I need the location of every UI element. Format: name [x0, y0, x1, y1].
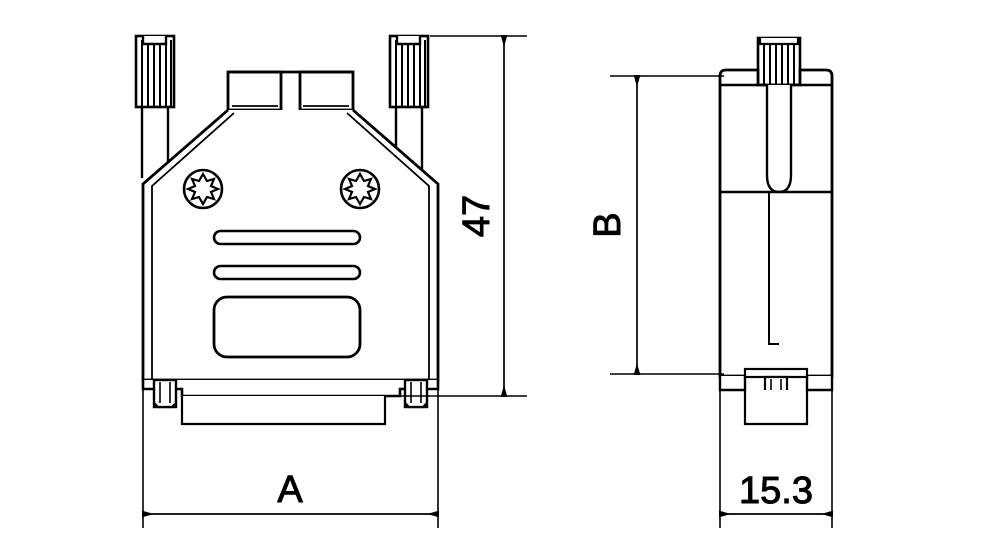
thumbscrew-left-slot — [141, 36, 168, 46]
vent-slot-upper — [212, 229, 362, 246]
cable-recess — [212, 295, 362, 359]
foot-right — [403, 378, 429, 409]
screw-left-cross-recess — [185, 171, 221, 207]
hood-body-inner-left — [151, 112, 235, 380]
foot-left-body — [152, 378, 178, 409]
side-view — [718, 36, 834, 426]
screw-right — [339, 168, 381, 210]
dimension-47: 47 — [400, 35, 527, 397]
dimension-b-label: B — [587, 212, 629, 237]
front-view-dimensions: 47 A — [142, 35, 527, 528]
side-view-dimensions: B 15.3 — [587, 75, 833, 528]
dimension-15-3-label: 15.3 — [739, 470, 813, 512]
thumbscrew-right — [388, 34, 430, 178]
side-thumbscrew-knurl — [763, 44, 795, 85]
side-thumbscrew — [756, 36, 802, 87]
boss-left — [226, 70, 283, 112]
thumbscrew-right-slot — [395, 36, 422, 46]
side-thumbscrew-cap — [758, 38, 800, 46]
thumbscrew-left-knurl — [141, 40, 172, 107]
side-screw-shaft — [765, 85, 793, 194]
side-center-step — [768, 334, 779, 345]
thumbscrew-right-knurl — [395, 40, 426, 107]
side-bottom-right-step — [805, 376, 834, 392]
side-hood-body — [718, 68, 834, 378]
front-view — [134, 34, 440, 426]
vent-slot-lower — [212, 264, 362, 281]
hood-bottom-step — [141, 380, 440, 398]
foot-right-body — [403, 378, 429, 409]
dimension-a: A — [142, 389, 439, 528]
cable-exit-box — [180, 396, 387, 426]
foot-left-tip — [153, 402, 177, 409]
screw-right-cross-recess — [342, 171, 378, 207]
dimension-b: B — [587, 75, 724, 375]
dimension-15-3: 15.3 — [719, 390, 833, 528]
foot-right-tip — [404, 402, 428, 409]
side-bottom-plate — [743, 367, 809, 379]
foot-left — [152, 378, 178, 409]
dimension-a-label: A — [277, 469, 303, 511]
hood-body-inner-right — [346, 112, 430, 380]
dimension-47-label: 47 — [456, 195, 498, 237]
side-cable-exit-box — [743, 390, 809, 426]
boss-right — [298, 70, 355, 112]
thumbscrew-left — [134, 34, 176, 178]
side-bottom-left-step — [718, 376, 747, 392]
screw-left — [182, 168, 224, 210]
